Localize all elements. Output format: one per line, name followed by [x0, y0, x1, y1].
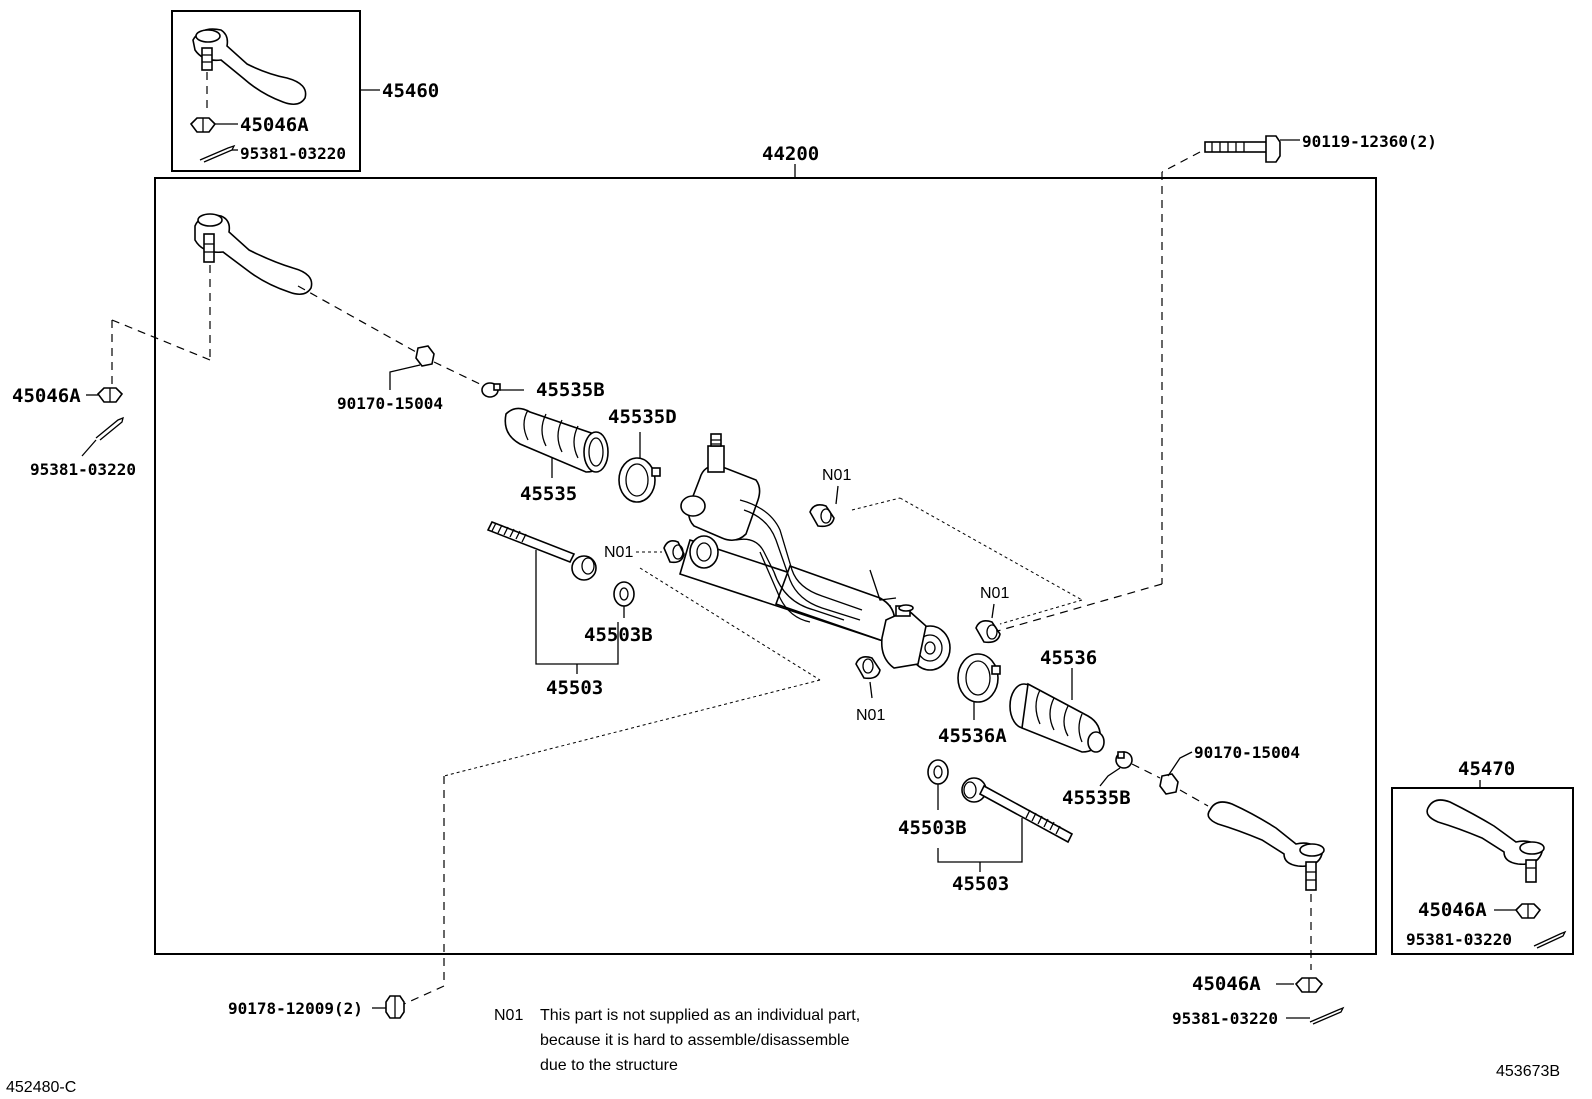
- inner-tie-rod-bottom: [961, 777, 1074, 844]
- inner-tie-rod-top: [486, 520, 597, 581]
- label-45535d: 45535D: [608, 406, 677, 428]
- castle-nut-icon: [189, 117, 217, 133]
- bushing-icon-top: [809, 504, 835, 528]
- note-line-3: due to the structure: [540, 1057, 678, 1074]
- label-45503-top: 45503: [546, 677, 603, 699]
- bushing-icon-left: [663, 540, 685, 564]
- label-45535b-bottom: 45535B: [1062, 787, 1131, 809]
- tie-rod-end-right: [1207, 801, 1325, 891]
- nut-icon-inset-right: [1514, 903, 1542, 919]
- label-n01-left: N01: [604, 544, 633, 561]
- label-45046a-inset-left: 45046A: [240, 114, 309, 136]
- claw-washer-icon-bottom: [927, 759, 949, 785]
- steering-gear-housing: [679, 433, 951, 671]
- tie-rod-end-inset-left: [192, 28, 307, 112]
- note-line-2: because it is hard to assemble/disassemb…: [540, 1032, 850, 1049]
- label-90170-left: 90170-15004: [337, 394, 443, 413]
- note-line-1: This part is not supplied as an individu…: [540, 1007, 860, 1024]
- clip-icon-top: [481, 382, 501, 398]
- label-44200: 44200: [762, 143, 819, 165]
- ref-bottom-right: 453673B: [1496, 1063, 1560, 1080]
- main-assembly-box-44200: [154, 177, 1377, 955]
- tie-rod-end-left: [194, 213, 313, 296]
- cotter-pin-icon-left: [95, 416, 124, 441]
- label-45046a-right: 45046A: [1192, 973, 1261, 995]
- band-clamp-icon-right: [957, 653, 1001, 703]
- label-45470: 45470: [1458, 758, 1515, 780]
- label-45536: 45536: [1040, 647, 1097, 669]
- cotter-pin-icon-inset-right: [1533, 930, 1567, 949]
- cotter-pin-icon-right: [1309, 1006, 1345, 1025]
- bolt-icon: [1204, 135, 1281, 163]
- label-45503-bottom: 45503: [952, 873, 1009, 895]
- label-90170-right: 90170-15004: [1194, 743, 1300, 762]
- label-95381-right: 95381-03220: [1172, 1009, 1278, 1028]
- inset-box-45460: [171, 10, 361, 172]
- band-clamp-icon: [618, 457, 661, 503]
- claw-washer-icon-top: [613, 581, 635, 607]
- label-45535: 45535: [520, 483, 577, 505]
- bellows-boot-right: [1009, 682, 1105, 753]
- bolt-icon-bottom: [385, 995, 405, 1019]
- label-90178-12009: 90178-12009(2): [228, 999, 363, 1018]
- cotter-pin-icon: [199, 144, 238, 163]
- label-45046a-inset-right: 45046A: [1418, 899, 1487, 921]
- label-45503b-top: 45503B: [584, 624, 653, 646]
- label-n01-bottom: N01: [856, 707, 885, 724]
- ref-bottom-left: 452480-C: [6, 1079, 76, 1096]
- tie-rod-end-inset-right: [1426, 799, 1545, 883]
- label-n01-right: N01: [980, 585, 1009, 602]
- lock-nut-icon-right: [1159, 773, 1179, 795]
- label-45460: 45460: [382, 80, 439, 102]
- nut-icon-right: [1294, 977, 1324, 993]
- note-code: N01: [494, 1007, 523, 1024]
- bellows-boot-left: [504, 407, 609, 473]
- label-90119-12360: 90119-12360(2): [1302, 132, 1437, 151]
- label-45536a: 45536A: [938, 725, 1007, 747]
- bushing-icon-bottom: [855, 656, 881, 680]
- label-95381-inset-right: 95381-03220: [1406, 930, 1512, 949]
- label-45046a-left: 45046A: [12, 385, 81, 407]
- label-45503b-bottom: 45503B: [898, 817, 967, 839]
- bushing-icon-right: [975, 620, 1001, 644]
- label-95381-left: 95381-03220: [30, 460, 136, 479]
- clip-icon-bottom: [1115, 751, 1133, 769]
- label-n01-top: N01: [822, 467, 851, 484]
- label-95381-inset-left: 95381-03220: [240, 144, 346, 163]
- inset-box-45470: [1391, 787, 1574, 955]
- label-45535b-top: 45535B: [536, 379, 605, 401]
- nut-icon-left: [96, 387, 124, 403]
- lock-nut-icon-left: [415, 345, 435, 367]
